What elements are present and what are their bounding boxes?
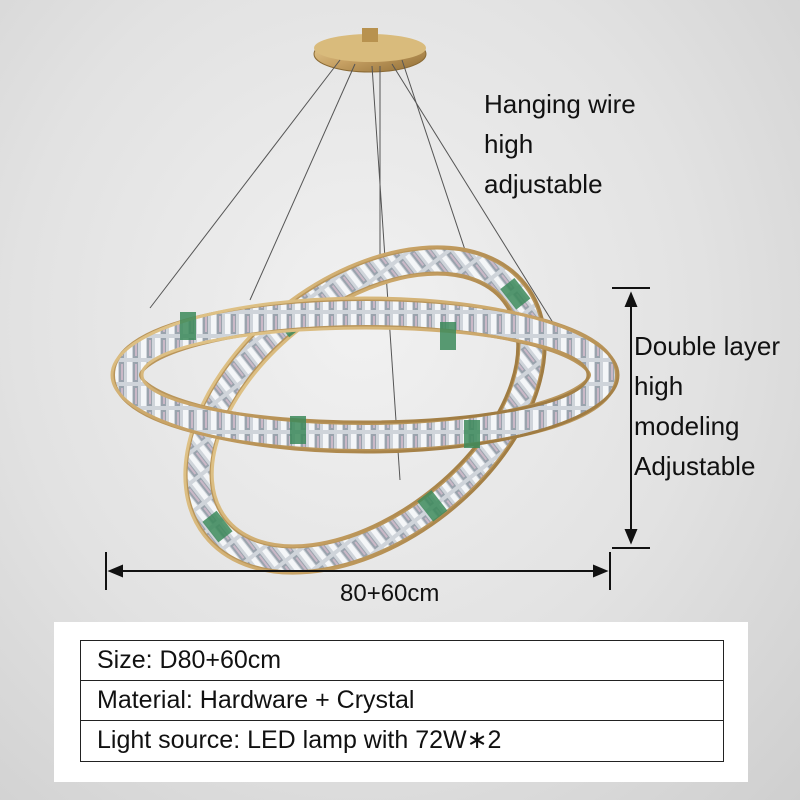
- spec-row-material: Material: Hardware + Crystal: [81, 681, 723, 721]
- spec-table: Size: D80+60cm Material: Hardware + Crys…: [80, 640, 724, 762]
- annotation-line: adjustable: [484, 169, 603, 199]
- width-dimension-label: 80+60cm: [340, 580, 440, 607]
- annotation-line: Adjustable: [634, 451, 756, 481]
- annotation-line: Hanging wire: [484, 89, 636, 119]
- annotation-line: high: [484, 129, 534, 159]
- spec-panel: Size: D80+60cm Material: Hardware + Crys…: [54, 622, 748, 782]
- annotation-line: modeling: [634, 411, 740, 441]
- annotation-line: Double layer: [634, 331, 780, 361]
- width-dimension-arrow-icon: [105, 552, 611, 590]
- annotation-line: high: [634, 371, 684, 401]
- spec-row-light-source: Light source: LED lamp with 72W∗2: [97, 726, 502, 754]
- hanging-wire-annotation: Hanging wire high adjustable: [484, 84, 636, 204]
- spec-row-size: Size: D80+60cm: [81, 641, 723, 681]
- outer-crystal-ring: [110, 296, 620, 454]
- ceiling-canopy-icon: [313, 28, 427, 73]
- height-dimension-arrow-icon: [612, 287, 650, 549]
- double-layer-annotation: Double layer high modeling Adjustable: [634, 326, 780, 486]
